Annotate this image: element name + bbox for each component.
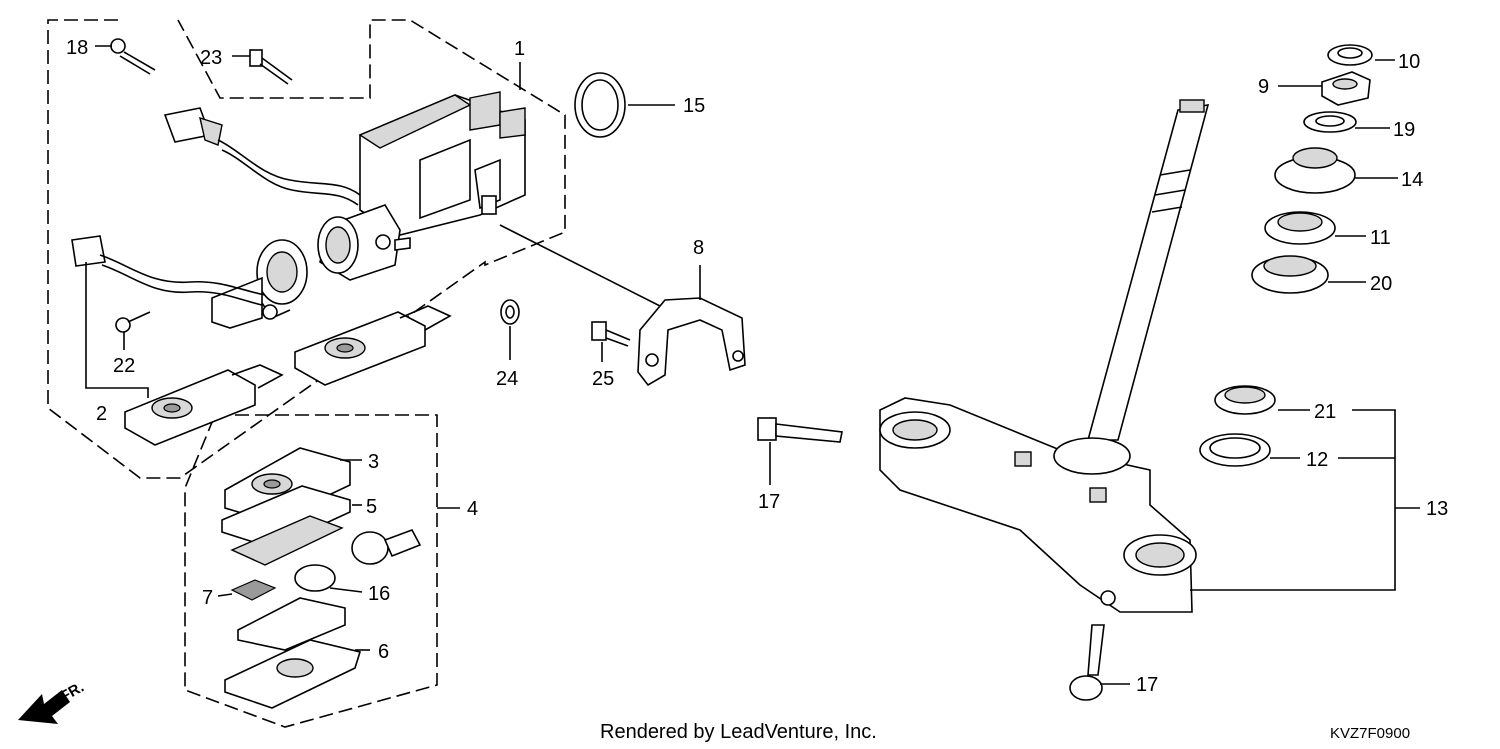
screw-22 [115, 311, 151, 333]
leader-lines [85, 45, 1420, 685]
nut-9 [1321, 71, 1371, 106]
footer-credit: Rendered by LeadVenture, Inc. [600, 721, 877, 743]
ring-15 [574, 72, 626, 138]
key-shell-bottom-6 [224, 639, 362, 709]
bearing-race-11 [1264, 211, 1336, 245]
callout-20: 20 [1370, 273, 1392, 295]
screw-18 [110, 38, 156, 75]
callout-25: 25 [592, 368, 614, 390]
race-12 [1199, 433, 1271, 467]
callout-17-lower: 17 [1136, 674, 1158, 696]
adjusting-nut-14 [1274, 147, 1356, 194]
callout-24: 24 [496, 368, 518, 390]
callout-8: 8 [693, 237, 704, 259]
callout-16: 16 [368, 583, 390, 605]
callout-12: 12 [1306, 449, 1328, 471]
battery-16 [294, 564, 336, 592]
bolt-25 [591, 321, 631, 347]
screw-23 [249, 49, 293, 85]
gasket-7 [230, 579, 277, 601]
callout-7: 7 [202, 587, 213, 609]
seal-21 [1214, 385, 1276, 415]
callout-19: 19 [1393, 119, 1415, 141]
remote-key-b [294, 305, 452, 386]
callout-4: 4 [467, 498, 478, 520]
callout-13: 13 [1426, 498, 1448, 520]
key-ring-tag [351, 529, 422, 565]
callout-3: 3 [368, 451, 379, 473]
group-outline-1 [47, 19, 566, 479]
circuit-board-5 [221, 485, 351, 566]
callout-11: 11 [1370, 227, 1391, 249]
callout-18: 18 [66, 37, 88, 59]
steering-stem-13 [879, 99, 1210, 613]
bolt-17-upper [757, 417, 843, 443]
callout-5: 5 [366, 496, 377, 518]
callout-15: 15 [683, 95, 705, 117]
callout-labels: 18 23 1 15 8 22 2 24 25 3 4 5 7 16 6 17 … [66, 37, 1448, 696]
bracket-8 [637, 297, 746, 387]
bearing-20 [1251, 255, 1329, 294]
ignition-switch-assembly [211, 91, 526, 329]
callout-21: 21 [1314, 401, 1336, 423]
callout-6: 6 [378, 641, 389, 663]
callout-22: 22 [113, 355, 135, 377]
seal-10 [1327, 44, 1373, 66]
washer-19 [1303, 111, 1357, 133]
diagram-code: KVZ7F0900 [1330, 725, 1410, 742]
callout-14: 14 [1401, 169, 1423, 191]
wire-harness-upper [163, 107, 361, 206]
key-frame [237, 597, 346, 651]
callout-2: 2 [96, 403, 107, 425]
front-direction-arrow: FR. [18, 679, 87, 724]
wire-harness-lower [71, 235, 266, 306]
group-outline-4 [184, 414, 438, 728]
callout-17-upper: 17 [758, 491, 780, 513]
callout-23: 23 [200, 47, 222, 69]
remote-key-a [124, 364, 284, 446]
key-shell-top-3 [224, 447, 351, 523]
bolt-17-lower [1069, 624, 1105, 701]
callout-1: 1 [514, 38, 525, 60]
washer-24 [500, 299, 520, 325]
callout-10: 10 [1398, 51, 1420, 73]
callout-9: 9 [1258, 76, 1269, 98]
